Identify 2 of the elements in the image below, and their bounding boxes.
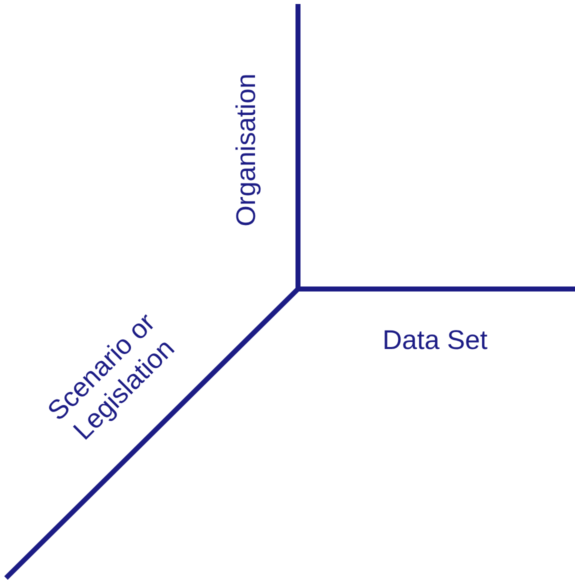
axis-label: Organisation [230, 72, 262, 229]
axis-label: Data Set [381, 324, 489, 356]
